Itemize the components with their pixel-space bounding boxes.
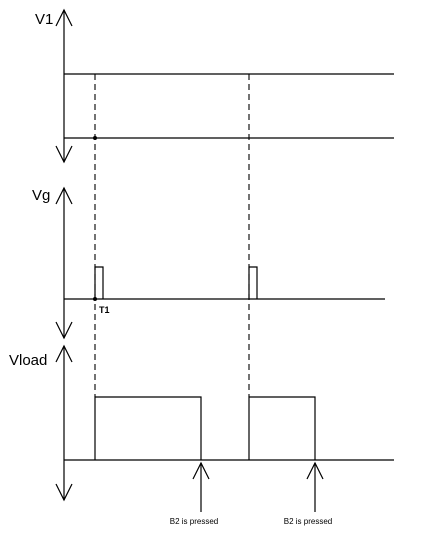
b2-arrow-1 [192,461,210,512]
vg-label: Vg [32,187,50,204]
vg-pulse-2 [248,266,258,299]
b2-pressed-label-2: B2 is pressed [284,517,332,526]
v1-axis [55,8,73,164]
b2-pressed-label-1: B2 is pressed [170,517,218,526]
v1-label: V1 [35,11,53,28]
t1-label: T1 [99,305,110,315]
b2-arrow-2 [306,461,324,512]
vg-axis [55,186,73,340]
vload-pulse-2 [248,396,316,460]
vg-pulse-1 [94,266,104,299]
vload-label: Vload [9,352,47,369]
vload-axis [55,344,73,502]
vload-pulse-1 [94,396,202,460]
